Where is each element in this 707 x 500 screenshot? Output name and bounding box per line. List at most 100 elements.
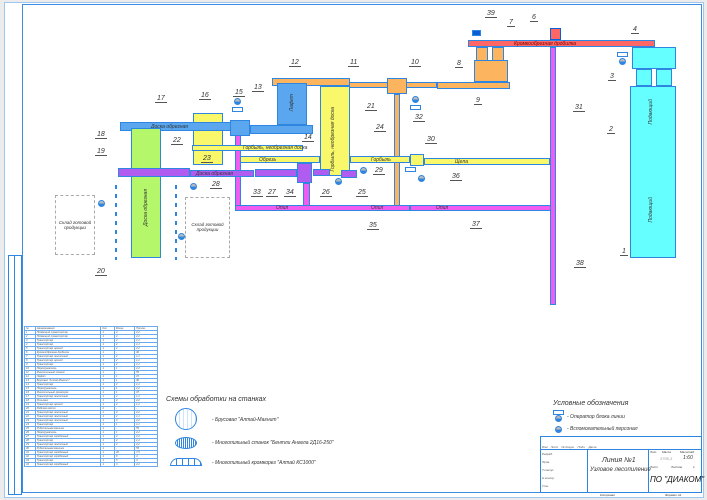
callout: 37	[470, 221, 482, 229]
chipper-30	[410, 154, 424, 166]
trim-conveyor: Обрезь	[240, 156, 320, 163]
role: Разраб.	[542, 452, 553, 456]
callout: 3	[608, 73, 616, 81]
operator-icon	[412, 96, 419, 103]
format-label: Формат А1	[665, 493, 682, 497]
col-header: Изм	[542, 445, 548, 449]
legend-title: Условные обозначения	[553, 400, 629, 407]
callout: 11	[348, 59, 360, 67]
drawing-title: Линия №1	[602, 457, 636, 464]
scheme-item: - Многопильный кромкорез "Алтай КС1000"	[212, 460, 316, 466]
transfer-10	[387, 78, 407, 94]
feeder-label: Подающий	[648, 99, 654, 125]
callout: 27	[266, 189, 278, 197]
warehouse-label: Склад готовой продукции	[58, 220, 92, 231]
warehouse-1: Склад готовой продукции	[55, 195, 95, 255]
mass-label: Масса	[662, 450, 671, 454]
mass-value: 3706,3	[660, 456, 673, 461]
callout: 21	[365, 103, 377, 111]
callout: 13	[252, 84, 264, 92]
conveyor-31-38	[550, 47, 556, 305]
sheet-label: Лист	[650, 465, 658, 469]
conveyor-14	[250, 125, 313, 134]
workplace-20	[115, 185, 117, 260]
crusher-unit-6	[550, 28, 561, 40]
role: Утв.	[542, 484, 549, 488]
table-cell: 34	[24, 462, 36, 467]
conveyor-26	[313, 169, 330, 176]
sheets-label: Листов	[671, 465, 682, 469]
workplace-20	[175, 185, 177, 260]
callout: 12	[289, 59, 301, 67]
conveyor-leg	[476, 47, 488, 61]
carriage-label: Лафет	[289, 94, 295, 112]
conveyor-19	[118, 168, 190, 177]
operator-desk	[232, 107, 243, 112]
sawdust-label: Опил	[276, 205, 289, 211]
col-header: Дата	[588, 445, 597, 449]
chips-conveyor-36: Щепа	[424, 158, 550, 165]
callout: 24	[374, 124, 386, 132]
feeder-leg	[636, 69, 652, 86]
table-cell: 1	[100, 462, 115, 467]
control-box-39	[472, 30, 481, 36]
sawdust-label: Опил	[371, 205, 384, 211]
table-cell: Транспортер скребковый	[34, 462, 102, 467]
callout: 6	[530, 14, 538, 22]
transfer-34	[297, 163, 312, 183]
drawing-subtitle: Узловое лесопиление	[590, 467, 651, 473]
conveyor-leg	[492, 47, 504, 61]
slab-label: Горбыль	[371, 157, 391, 163]
edged-board-label: Доска обрезная	[196, 171, 233, 177]
organization: ПО "ДИАКОМ"	[650, 475, 705, 484]
callout: 22	[171, 137, 183, 145]
scale-value: 1:60	[683, 455, 693, 461]
callout: 2	[607, 126, 615, 134]
callout: 39	[485, 10, 497, 18]
warehouse-2: Склад готовой продукции	[185, 197, 230, 258]
callout: 32	[413, 114, 425, 122]
callout: 15	[233, 89, 245, 97]
callout: 35	[367, 222, 379, 230]
role: Т.контр.	[542, 468, 555, 472]
copied-label: Копировал	[600, 493, 615, 497]
callout: 33	[251, 189, 263, 197]
callout: 31	[573, 104, 585, 112]
table-cell: 3	[113, 462, 136, 467]
roles: Разраб.Пров.Т.контр.Н.контр.Утв.	[542, 452, 555, 488]
scheme-item: - Многопильный станок "Бентли Ангела 2Д1…	[212, 440, 334, 446]
legend-item: - Оператор блока линии	[567, 414, 625, 420]
scale-label: Масштаб	[680, 450, 695, 454]
helper-icon	[335, 178, 342, 185]
callout: 28	[210, 181, 222, 189]
operator-icon	[234, 98, 241, 105]
trim-label: Обрезь	[259, 157, 277, 163]
operator-desk	[410, 105, 421, 110]
conveyor-11	[272, 78, 350, 86]
slab-board-label: Горбыль, необрезная доска	[330, 107, 336, 172]
callout: 18	[95, 131, 107, 139]
title-cell: Линия №1 Узловое лесопиление	[587, 449, 651, 493]
callout: 19	[95, 148, 107, 156]
edger-16	[193, 113, 223, 165]
operator-icon	[555, 415, 562, 422]
edged-board-label: Доска обрезная	[143, 189, 149, 226]
crusher-conveyor: Кромкообрезная дробилка	[468, 40, 655, 47]
callout: 1	[620, 248, 628, 256]
callout: 8	[455, 60, 463, 68]
feeder-top-3	[632, 47, 676, 69]
helper-icon	[555, 426, 562, 433]
scheme-item: - Брусовал "Алтай-Магнит"	[212, 417, 279, 423]
chipper-25	[341, 170, 357, 178]
callout: 10	[409, 59, 421, 67]
schemes-title: Схемы обработки на станках	[166, 396, 266, 403]
operator-desk	[405, 167, 416, 172]
edger-icon	[170, 458, 202, 466]
feeder-label: Подающий	[648, 197, 654, 223]
callout: 20	[95, 268, 107, 276]
helper-icon	[190, 183, 197, 190]
